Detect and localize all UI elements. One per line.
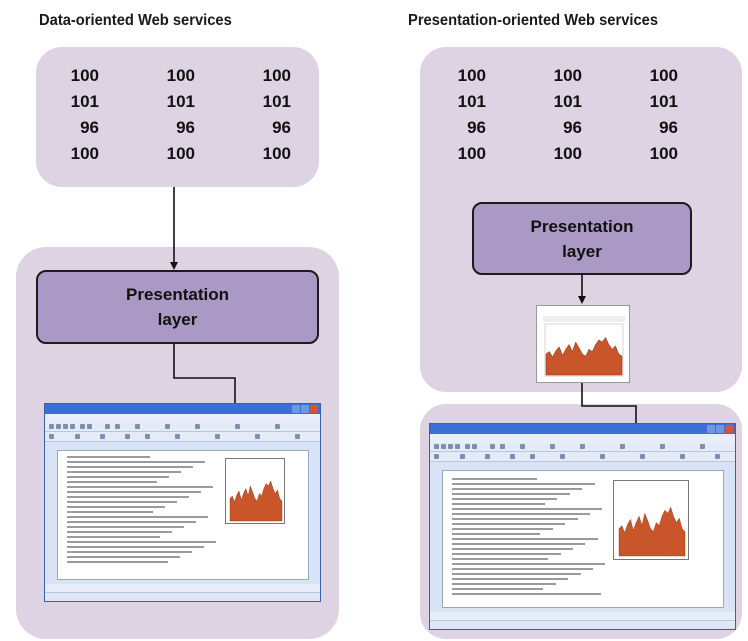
data-value-cell: 100 (457, 66, 486, 85)
data-value-cell: 101 (262, 92, 291, 111)
document-text-line (452, 493, 570, 495)
document-text-line (452, 478, 538, 480)
data-value-cell: 100 (553, 66, 582, 85)
document-text-line (67, 476, 169, 478)
document-text-line (67, 466, 193, 468)
data-value-cell: 96 (659, 118, 678, 137)
data-value-cell: 100 (166, 144, 195, 163)
document-text-line (452, 513, 590, 515)
document-text-line (452, 583, 556, 585)
data-value-cell: 101 (457, 92, 486, 111)
document-text-line (452, 508, 603, 510)
document-text-line (452, 588, 544, 590)
document-text-line (452, 543, 586, 545)
document-text-line (67, 521, 196, 523)
data-value-cell: 96 (80, 118, 99, 137)
document-text-line (67, 456, 150, 458)
area-chart-icon (537, 306, 629, 382)
data-value-cell: 100 (70, 144, 99, 163)
presentation-layer-label-line1: Presentation (126, 285, 229, 304)
document-text-line (67, 536, 160, 538)
document-text-line (452, 518, 578, 520)
document-text-line (67, 561, 168, 563)
document-text-line (67, 551, 192, 553)
document-text-line (67, 481, 157, 483)
document-text-line (452, 548, 573, 550)
data-value-cell: 96 (467, 118, 486, 137)
data-value-cell: 100 (262, 144, 291, 163)
data-value-cell: 100 (649, 144, 678, 163)
heading-presentation-oriented: Presentation-oriented Web services (408, 12, 659, 29)
document-text-line (452, 528, 553, 530)
document-text-line (452, 498, 558, 500)
document-text-line (452, 533, 541, 535)
data-value-cell: 100 (457, 144, 486, 163)
document-text-line (452, 558, 549, 560)
document-text-line (67, 496, 189, 498)
document-text-line (67, 471, 181, 473)
area-chart-icon (226, 459, 284, 523)
document-text-line (67, 491, 201, 493)
presentation-layer-label-line1: Presentation (530, 216, 634, 236)
document-text-line (452, 563, 606, 565)
document-text-line (452, 573, 581, 575)
document-text-line (67, 556, 180, 558)
word-document-window-icon (429, 423, 736, 630)
document-text-line (452, 568, 594, 570)
data-value-cell: 100 (70, 66, 99, 85)
document-text-line (67, 516, 208, 518)
data-value-cell: 100 (262, 66, 291, 85)
presentation-layer-box-right: Presentation layer (472, 202, 692, 275)
presentation-layer-box-left: Presentation layer (36, 270, 319, 344)
document-text-line (67, 511, 153, 513)
heading-data-oriented: Data-oriented Web services (39, 12, 232, 29)
word-document-window-icon (44, 403, 321, 602)
document-text-line (67, 486, 213, 488)
chart-thumbnail-icon (536, 305, 630, 383)
data-value-cell: 96 (563, 118, 582, 137)
presentation-layer-label-line2: layer (562, 241, 602, 261)
data-value-cell: 100 (166, 66, 195, 85)
document-text-line (67, 531, 172, 533)
document-text-line (452, 483, 595, 485)
document-text-line (67, 461, 205, 463)
document-text-line (452, 503, 545, 505)
document-text-line (67, 526, 184, 528)
document-text-line (67, 546, 204, 548)
presentation-layer-label-line2: layer (157, 310, 198, 329)
document-text-line (452, 578, 569, 580)
document-text-line (452, 523, 566, 525)
data-value-cell: 101 (553, 92, 582, 111)
document-text-line (67, 506, 165, 508)
area-chart-icon (614, 481, 688, 559)
data-value-cell: 96 (176, 118, 195, 137)
document-text-line (452, 593, 601, 595)
data-value-cell: 100 (553, 144, 582, 163)
document-text-line (452, 553, 561, 555)
data-value-cell: 101 (70, 92, 99, 111)
document-text-line (67, 541, 216, 543)
document-text-line (452, 538, 598, 540)
data-panel-left (36, 47, 319, 187)
data-value-cell: 96 (272, 118, 291, 137)
document-text-line (67, 501, 177, 503)
data-value-cell: 100 (649, 66, 678, 85)
document-text-line (452, 488, 583, 490)
data-value-cell: 101 (649, 92, 678, 111)
data-value-cell: 101 (166, 92, 195, 111)
